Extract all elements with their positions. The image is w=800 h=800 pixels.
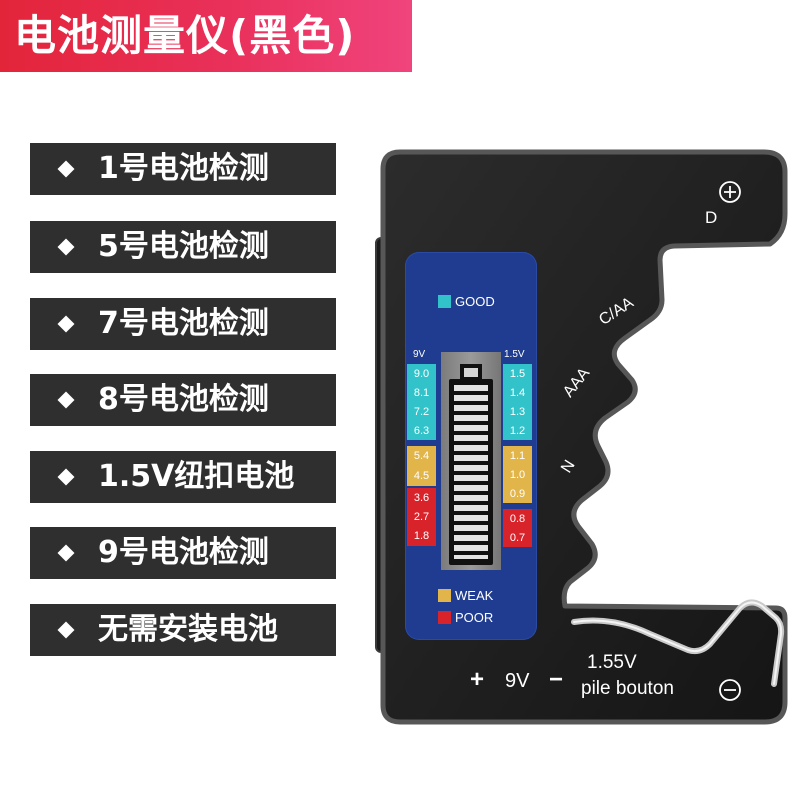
scale-1-5v-poor-block: 0.8 0.7 [503, 509, 532, 547]
feature-label: 1.5V纽扣电池 [98, 459, 295, 494]
feature-item: 1号电池检测 [30, 143, 336, 195]
plus-label: + [470, 666, 485, 693]
feature-item: 1.5V纽扣电池 [30, 451, 336, 503]
button-voltage-label: 1.55V [587, 652, 637, 673]
feature-item: 7号电池检测 [30, 298, 336, 350]
scale-value: 4.5 [413, 470, 430, 482]
poor-swatch [438, 611, 451, 624]
scale-1-5v-label: 1.5V [504, 349, 525, 360]
feature-label: 8号电池检测 [98, 382, 269, 417]
feature-label: 5号电池检测 [98, 229, 269, 264]
scale-9v-poor-block: 3.6 2.7 1.8 [407, 488, 436, 546]
scale-value: 5.4 [413, 450, 430, 462]
scale-value: 6.3 [413, 424, 430, 437]
scale-value: 2.7 [413, 510, 430, 523]
button-cell-label: pile bouton [581, 678, 674, 699]
slot-label-d: D [705, 208, 718, 227]
scale-9v-label: 9V [413, 349, 426, 360]
scale-value: 0.8 [509, 512, 526, 525]
battery-segments [454, 385, 488, 559]
plus-circle-icon [719, 181, 741, 203]
nine-volt-label: 9V [505, 670, 530, 692]
scale-value: 1.5 [509, 367, 526, 380]
level-display-panel: GOOD 9V 1.5V 9.0 8.1 7.2 6.3 5.4 4.5 3.6… [405, 252, 537, 640]
battery-body [449, 379, 493, 565]
scale-value: 1.4 [509, 386, 526, 399]
scale-value: 0.7 [509, 531, 526, 544]
weak-legend: WEAK [455, 588, 494, 603]
good-legend: GOOD [455, 294, 495, 309]
scale-1-5v-good-block: 1.5 1.4 1.3 1.2 [503, 364, 532, 440]
minus-circle-icon [719, 679, 741, 701]
minus-label: − [549, 666, 564, 693]
scale-value: 3.6 [413, 491, 430, 504]
scale-value: 7.2 [413, 405, 430, 418]
metal-clip-highlight [573, 601, 783, 685]
scale-9v-weak-block: 5.4 4.5 [407, 446, 436, 486]
feature-item: 8号电池检测 [30, 374, 336, 426]
feature-item: 5号电池检测 [30, 221, 336, 273]
page-title: 电池测量仪(黑色) [14, 11, 356, 60]
scale-value: 8.1 [413, 386, 430, 399]
weak-swatch [438, 589, 451, 602]
scale-value: 1.1 [509, 449, 526, 462]
battery-terminal [460, 364, 482, 380]
battery-level-icon [441, 352, 501, 570]
scale-value: 1.2 [509, 424, 526, 437]
scale-value: 1.8 [413, 530, 430, 543]
title-banner: 电池测量仪(黑色) [0, 0, 412, 72]
feature-label: 1号电池检测 [98, 151, 269, 186]
scale-value: 1.0 [509, 468, 526, 481]
poor-legend: POOR [455, 610, 494, 625]
feature-item: 无需安装电池 [30, 604, 336, 656]
scale-value: 9.0 [413, 367, 430, 380]
feature-item: 9号电池检测 [30, 527, 336, 579]
scale-1-5v-weak-block: 1.1 1.0 0.9 [503, 446, 532, 503]
scale-value: 0.9 [509, 487, 526, 500]
feature-label: 9号电池检测 [98, 535, 269, 570]
feature-label: 无需安装电池 [98, 612, 278, 647]
feature-label: 7号电池检测 [98, 306, 269, 341]
scale-9v-good-block: 9.0 8.1 7.2 6.3 [407, 364, 436, 440]
scale-value: 1.3 [509, 405, 526, 418]
good-swatch [438, 295, 451, 308]
